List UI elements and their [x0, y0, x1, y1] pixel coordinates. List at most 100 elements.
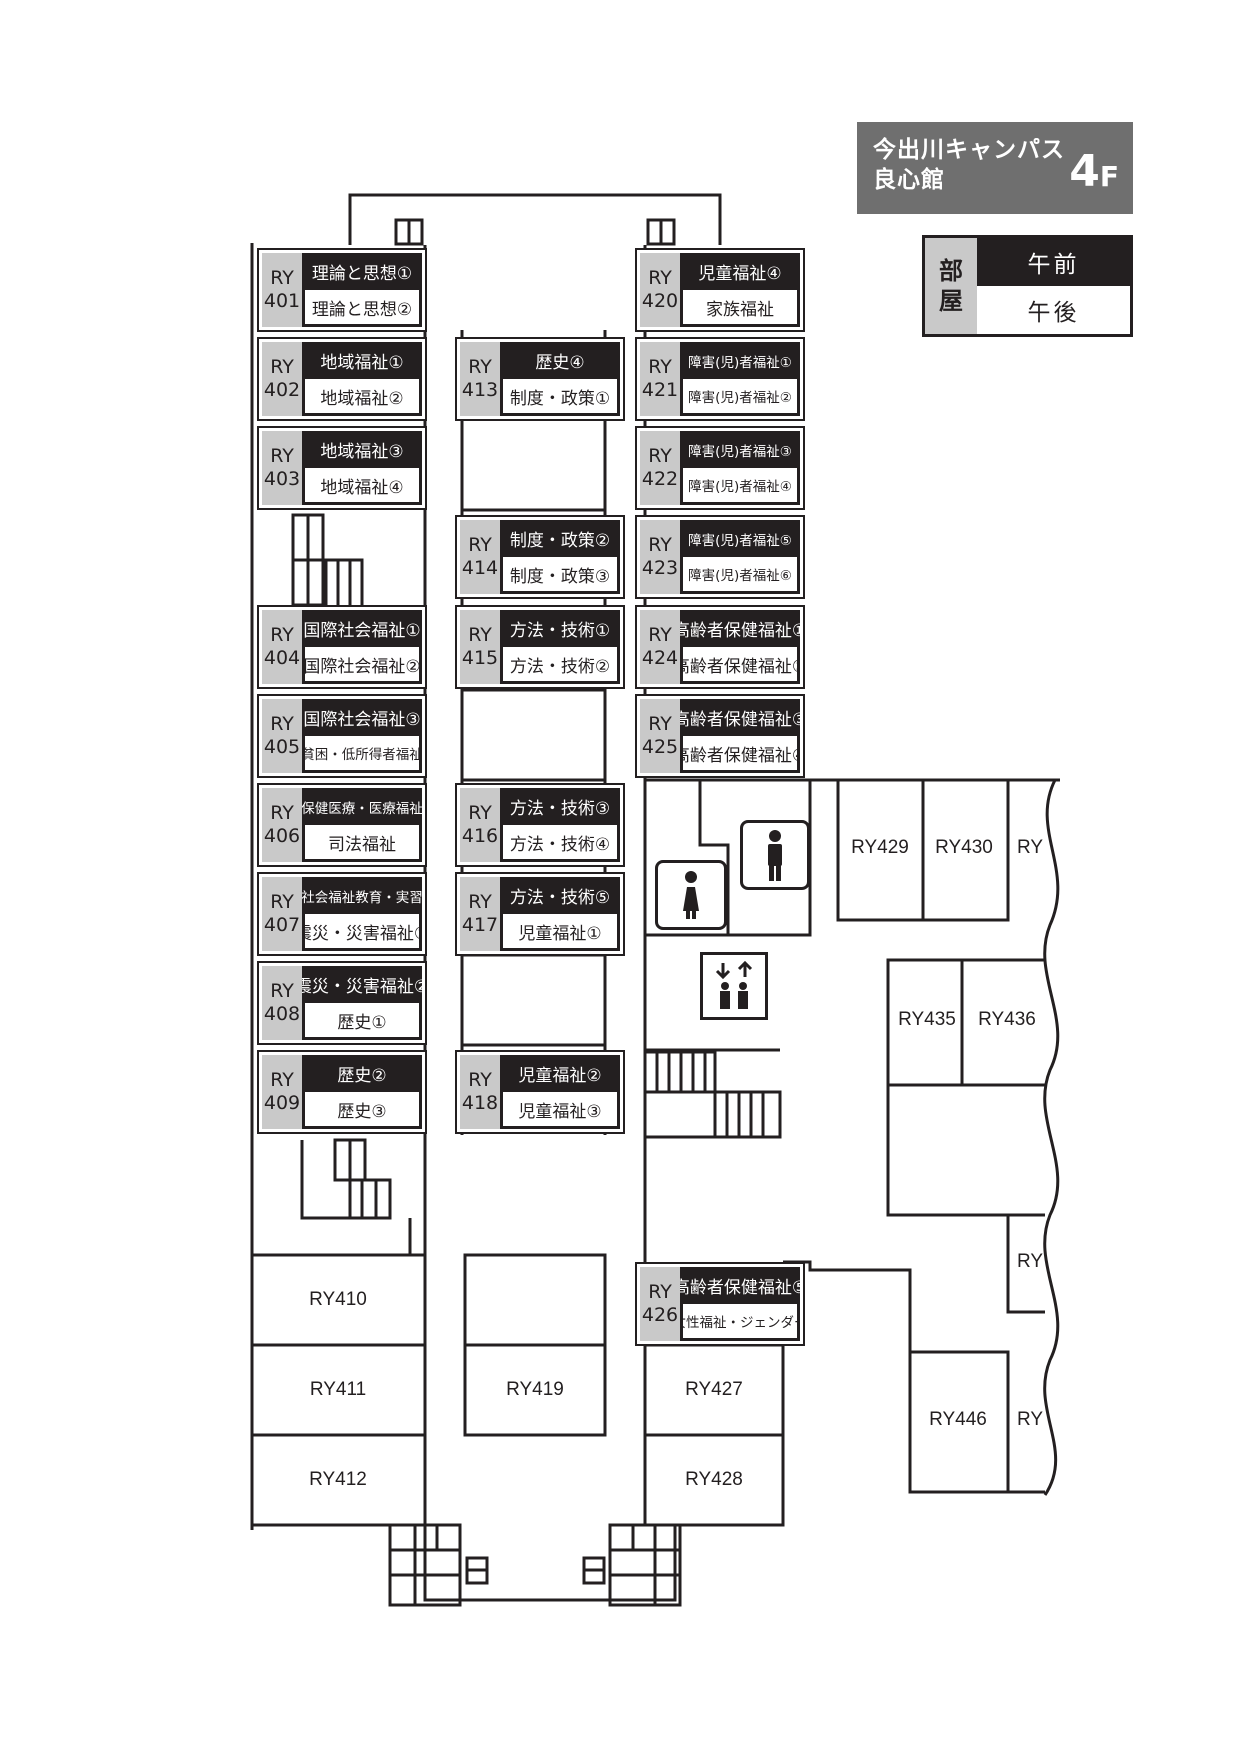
morning-session: 地域福祉①: [320, 353, 404, 373]
room-label: RY428: [685, 1469, 743, 1490]
afternoon-session: 地域福祉④: [305, 468, 419, 502]
afternoon-session: 制度・政策①: [503, 379, 617, 413]
morning-session: 社会福祉教育・実習: [302, 889, 422, 906]
room-label: RY412: [309, 1469, 367, 1490]
morning-session: 児童福祉②: [518, 1066, 602, 1086]
room-label: RY410: [309, 1289, 367, 1310]
room-label: RY430: [935, 837, 993, 858]
room-label: RY: [1016, 1251, 1044, 1272]
morning-session: 児童福祉④: [698, 264, 782, 284]
room-label: RY446: [929, 1409, 987, 1430]
morning-session: 保健医療・医療福祉: [302, 800, 422, 817]
afternoon-session: 理論と思想②: [305, 290, 419, 324]
elevator-icon: [700, 952, 768, 1020]
room-label: RY435: [898, 1009, 956, 1030]
morning-session: 障害(児)者福祉③: [688, 443, 792, 460]
afternoon-session: 貧困・低所得者福祉: [305, 736, 419, 770]
room-label: RY436: [978, 1009, 1036, 1030]
afternoon-session: 歴史①: [305, 1003, 419, 1037]
male-restroom-icon: [740, 820, 810, 890]
building-header: 今出川キャンパス 良心館 4F: [857, 122, 1133, 214]
afternoon-session: 司法福祉: [305, 825, 419, 859]
building-name: 良心館: [873, 167, 945, 193]
room-label: RY419: [506, 1379, 564, 1400]
floor-label: 4F: [1069, 146, 1119, 197]
room-label: RY429: [851, 837, 909, 858]
room-label: RY427: [685, 1379, 743, 1400]
afternoon-session: 高齢者保健福祉④: [683, 736, 797, 770]
morning-session: 理論と思想①: [311, 264, 413, 284]
legend-afternoon: 午後: [1027, 300, 1080, 326]
morning-session: 歴史②: [337, 1066, 387, 1086]
morning-session: 高齢者保健福祉⑤: [680, 1278, 800, 1298]
morning-session: 制度・政策②: [509, 531, 611, 551]
legend-morning: 午前: [977, 238, 1130, 286]
afternoon-session: 障害(児)者福祉⑥: [683, 557, 797, 591]
morning-session: 方法・技術①: [509, 621, 611, 641]
morning-session: 震災・災害福祉②: [302, 977, 422, 997]
afternoon-session: 障害(児)者福祉②: [683, 379, 797, 413]
room-label: RY: [1016, 837, 1044, 858]
afternoon-session: 歴史③: [305, 1092, 419, 1126]
afternoon-session: 地域福祉②: [305, 379, 419, 413]
room-label: RY411: [309, 1379, 367, 1400]
afternoon-session: 方法・技術④: [503, 825, 617, 859]
morning-session: 高齢者保健福祉①: [680, 621, 800, 641]
afternoon-session: 児童福祉①: [503, 914, 617, 948]
morning-session: 方法・技術⑤: [509, 888, 611, 908]
morning-session: 障害(児)者福祉①: [688, 354, 792, 371]
room-label: RY: [1016, 1409, 1044, 1430]
afternoon-session: 家族福祉: [683, 290, 797, 324]
afternoon-session: 国際社会福祉②: [305, 647, 419, 681]
morning-session: 高齢者保健福祉③: [680, 710, 800, 730]
afternoon-session: 児童福祉③: [503, 1092, 617, 1126]
morning-session: 国際社会福祉①: [303, 621, 421, 641]
afternoon-session: 高齢者保健福祉②: [683, 647, 797, 681]
morning-session: 国際社会福祉③: [303, 710, 421, 730]
afternoon-session: 女性福祉・ジェンダー: [683, 1304, 797, 1338]
morning-session: 障害(児)者福祉⑤: [688, 532, 792, 549]
female-restroom-icon: [655, 860, 727, 930]
